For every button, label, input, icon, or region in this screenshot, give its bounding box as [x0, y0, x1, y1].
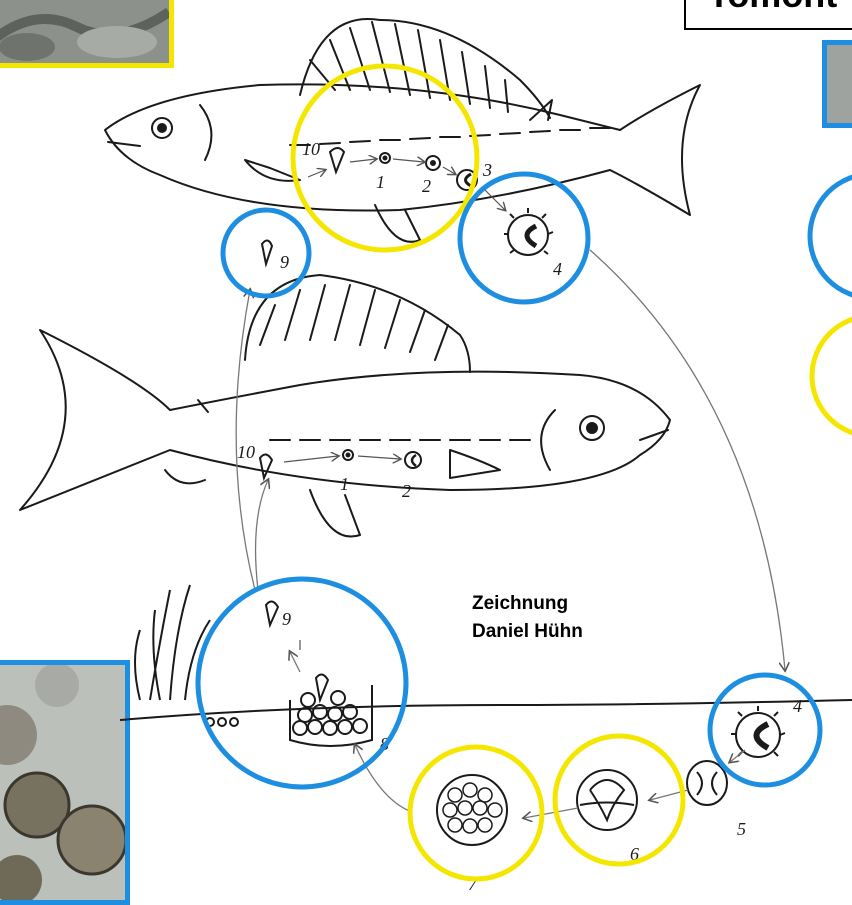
label-ground-5: 5 — [737, 819, 746, 839]
lower-fish-drawing — [20, 275, 670, 537]
highlight-blue-ground-9-8 — [198, 579, 406, 787]
highlight-yellow-right-edge — [812, 316, 852, 436]
label-upper-9: 9 — [280, 252, 289, 272]
label-upper-10: 10 — [302, 139, 320, 159]
highlight-blue-ground-4 — [710, 675, 820, 785]
highlight-yellow-stage-6 — [555, 736, 683, 864]
label-upper-4: 4 — [553, 259, 562, 279]
label-lower-10: 10 — [237, 442, 255, 462]
credit-line-2: Daniel Hühn — [472, 618, 583, 646]
credit-line-1: Zeichnung — [472, 590, 583, 618]
highlight-blue-right-edge — [810, 174, 852, 298]
label-ground-4: 4 — [793, 696, 802, 716]
label-upper-2: 2 — [422, 176, 431, 196]
label-upper-1: 1 — [376, 172, 385, 192]
label-lower-1: 1 — [340, 474, 349, 494]
highlight-blue-stage-9-upper — [223, 210, 309, 296]
drawing-credit: Zeichnung Daniel Hühn — [472, 590, 583, 646]
label-ground-9: 9 — [282, 609, 291, 629]
label-lower-2: 2 — [402, 481, 411, 501]
highlight-blue-stage-4-upper — [460, 174, 588, 302]
label-upper-3: 3 — [482, 160, 492, 180]
upper-fish-drawing — [105, 19, 700, 242]
